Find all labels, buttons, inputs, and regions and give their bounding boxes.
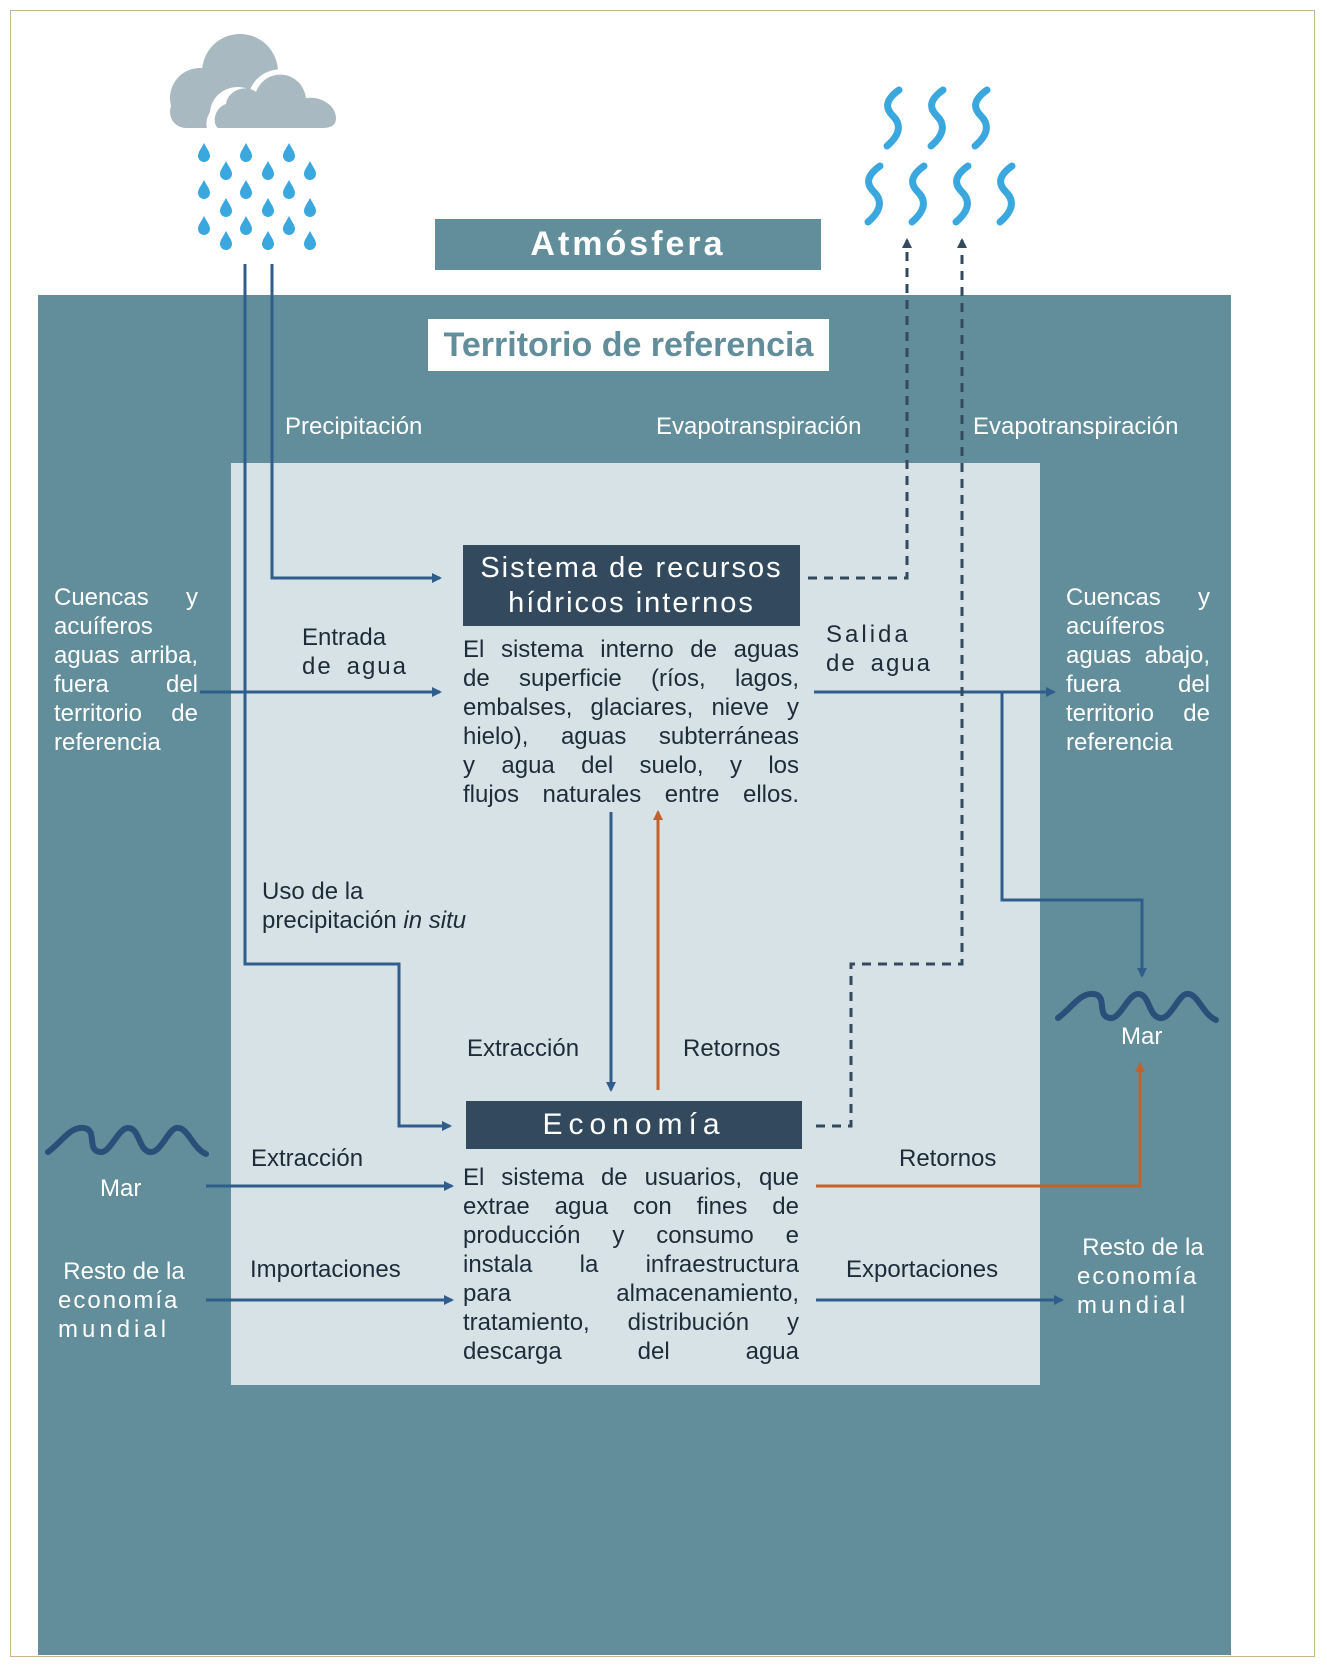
upstream-line: territorio de	[54, 700, 198, 727]
downstream-label: Cuencas y acuíferos aguas abajo, fuera d…	[1066, 583, 1210, 757]
sea-left-icon	[48, 1128, 206, 1154]
downstream-line: aguas abajo,	[1066, 642, 1210, 669]
sea-right-icon	[1058, 994, 1216, 1020]
precipitation-arrow	[270, 264, 442, 583]
rest-world-left-label: Resto de la economía mundial	[58, 1257, 190, 1344]
evapotranspiration-label: Evapotranspiración	[973, 413, 1179, 440]
system-box-line: hídricos internos	[508, 586, 755, 619]
economy-desc-line: descarga del agua	[463, 1338, 799, 1365]
outflow-sea-arrow	[1000, 692, 1147, 978]
precipitation-label: Precipitación	[285, 413, 423, 440]
evapo-economy-arrow	[816, 238, 967, 1128]
economy-box: Economía	[466, 1101, 802, 1149]
downstream-line: referencia	[1066, 729, 1173, 756]
rest-world-line: Resto de la	[1082, 1234, 1204, 1261]
system-box-line: Sistema de recursos	[480, 551, 783, 584]
system-desc-line: flujos naturales entre ellos.	[463, 781, 799, 808]
territory-title: Territorio de referencia	[428, 319, 829, 371]
evapotranspiration-label: Evapotranspiración	[656, 413, 862, 440]
system-description: El sistema interno de aguas de superfici…	[463, 635, 799, 809]
water-in-line: Entrada	[302, 624, 387, 651]
sea-left-label: Mar	[100, 1175, 142, 1202]
evapo-system-arrow	[808, 238, 912, 580]
system-desc-line: El sistema interno de aguas	[463, 636, 799, 663]
upstream-line: acuíferos	[54, 613, 153, 640]
rest-world-line: economía	[58, 1287, 180, 1314]
economy-desc-line: tratamiento, distribución y	[463, 1309, 799, 1336]
rest-world-right-label: Resto de la economía mundial	[1077, 1233, 1209, 1320]
sea-returns-arrow	[816, 1062, 1145, 1188]
economy-desc-line: producción y consumo e	[463, 1222, 799, 1249]
economy-desc-line: extrae agua con fines de	[463, 1193, 799, 1220]
water-out-line: de agua	[826, 650, 932, 677]
rest-world-line: mundial	[1077, 1292, 1190, 1319]
rain-icon	[198, 143, 316, 250]
water-in-line: de agua	[302, 653, 408, 680]
downstream-line: fuera del	[1066, 671, 1210, 698]
in-situ-label: Uso de la precipitación in situ	[262, 877, 466, 935]
sea-right-label: Mar	[1121, 1023, 1163, 1050]
economy-desc-line: instala la infraestructura	[463, 1251, 799, 1278]
exports-label: Exportaciones	[846, 1256, 999, 1283]
sea-returns-label: Retornos	[899, 1145, 997, 1172]
water-out-line: Salida	[826, 621, 911, 648]
in-situ-line: Uso de la	[262, 878, 364, 905]
system-desc-line: embalses, glaciares, nieve y	[463, 694, 799, 721]
rest-world-line: mundial	[58, 1316, 171, 1343]
cloud-icon	[170, 34, 344, 134]
imports-label: Importaciones	[250, 1256, 401, 1283]
system-desc-line: de superficie (ríos, lagos,	[463, 665, 799, 692]
in-situ-line: precipitación in situ	[262, 906, 466, 935]
sea-extraction-label: Extracción	[251, 1145, 364, 1172]
upstream-line: aguas arriba,	[54, 642, 198, 669]
system-desc-line: hielo), aguas subterráneas	[463, 723, 799, 750]
economy-desc-line: para almacenamiento,	[463, 1280, 799, 1307]
system-desc-line: y agua del suelo, y los	[463, 752, 799, 779]
upstream-line: Cuencas y	[54, 584, 198, 611]
in-situ-emphasis: in situ	[403, 907, 467, 934]
upstream-label: Cuencas y acuíferos aguas arriba, fuera …	[54, 583, 198, 757]
in-situ-text: precipitación	[262, 907, 397, 934]
rest-world-line: Resto de la	[63, 1258, 185, 1285]
figure-frame	[10, 10, 1315, 1657]
atmosphere-title: Atmósfera	[435, 219, 821, 270]
vapor-icon	[868, 90, 1012, 222]
returns-label: Retornos	[683, 1035, 781, 1062]
system-box: Sistema de recursos hídricos internos	[463, 545, 800, 626]
economy-desc-line: El sistema de usuarios, que	[463, 1164, 799, 1191]
upstream-line: referencia	[54, 729, 161, 756]
upstream-line: fuera del	[54, 671, 198, 698]
rest-world-line: economía	[1077, 1263, 1199, 1290]
economy-description: El sistema de usuarios, que extrae agua …	[463, 1163, 799, 1366]
water-in-label: Entrada de agua	[302, 623, 408, 681]
downstream-line: territorio de	[1066, 700, 1210, 727]
downstream-line: acuíferos	[1066, 613, 1165, 640]
in-situ-arrow	[243, 264, 452, 1131]
extraction-label: Extracción	[467, 1035, 580, 1062]
water-out-label: Salida de agua	[826, 620, 932, 678]
downstream-line: Cuencas y	[1066, 584, 1210, 611]
